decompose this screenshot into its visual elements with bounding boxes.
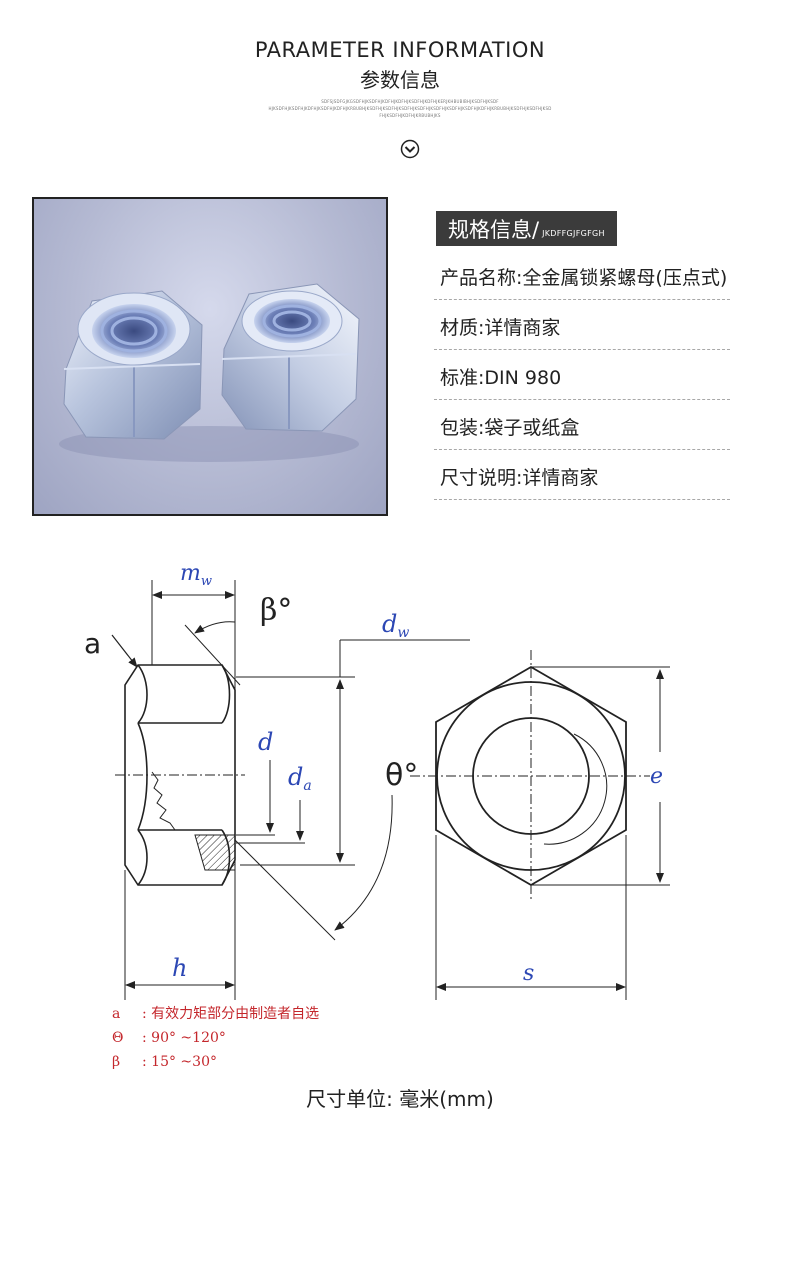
unit-caption: 尺寸单位: 毫米(mm)	[306, 1087, 494, 1111]
spec-row-packaging: 包装:袋子或纸盒	[434, 400, 730, 450]
a-label: a	[84, 627, 101, 660]
spec-heading: 规格信息/ JKDFFGJFGFGH	[436, 211, 617, 246]
section-title-en: PARAMETER INFORMATION	[254, 38, 546, 62]
spec-heading-cn: 规格信息/	[448, 217, 540, 242]
decorative-text-line: FHJKSDFHJKDFHJKRBUBHJKS	[379, 113, 441, 118]
mw-label: mw	[180, 561, 212, 589]
dw-label: dw	[382, 610, 409, 641]
s-label: s	[523, 961, 534, 986]
beta-label: β°	[260, 593, 292, 628]
note-text: : 90° ~120°	[142, 1030, 226, 1046]
technical-drawing: mw β° a dw d da θ° h e	[84, 561, 670, 1070]
note-symbol: β	[112, 1054, 120, 1070]
product-photo	[32, 197, 388, 516]
spec-row-text: 包装:袋子或纸盒	[440, 417, 580, 439]
spec-row-product-name: 产品名称:全金属锁紧螺母(压点式)	[434, 250, 730, 300]
spec-row-text: 标准:DIN 980	[440, 367, 562, 389]
d-label: d	[258, 728, 273, 756]
spec-heading-en: JKDFFGJFGFGH	[542, 228, 605, 238]
da-label: da	[288, 763, 312, 794]
note-text: : 有效力矩部分由制造者自选	[142, 1006, 319, 1022]
note-symbol: a	[112, 1006, 120, 1022]
spec-row-text: 产品名称:全金属锁紧螺母(压点式)	[440, 267, 728, 289]
h-label: h	[172, 954, 187, 982]
section-title-cn: 参数信息	[360, 68, 440, 92]
decorative-text-line: HJKSDFHJKSDFHJKDFHJKSDFHJKDFHJKRBUBHJKSD…	[268, 106, 552, 111]
spec-row-size-note: 尺寸说明:详情商家	[434, 450, 730, 500]
spec-row-standard: 标准:DIN 980	[434, 350, 730, 400]
decorative-text-line: SDFSJSDFGJKGSDFHJKSDFHJKDFHJKDFHJKSDFHJK…	[321, 99, 499, 104]
hex-nut-image	[59, 283, 360, 462]
drawing-notes: a : 有效力矩部分由制造者自选 Θ : 90° ~120° β : 15° ~…	[112, 1006, 319, 1070]
chevron-down-circle-icon	[400, 139, 420, 159]
spec-row-material: 材质:详情商家	[434, 300, 730, 350]
spec-row-text: 尺寸说明:详情商家	[440, 467, 599, 489]
e-label: e	[650, 764, 663, 789]
note-text: : 15° ~30°	[142, 1054, 217, 1070]
note-symbol: Θ	[112, 1030, 123, 1046]
spec-row-text: 材质:详情商家	[440, 317, 561, 339]
